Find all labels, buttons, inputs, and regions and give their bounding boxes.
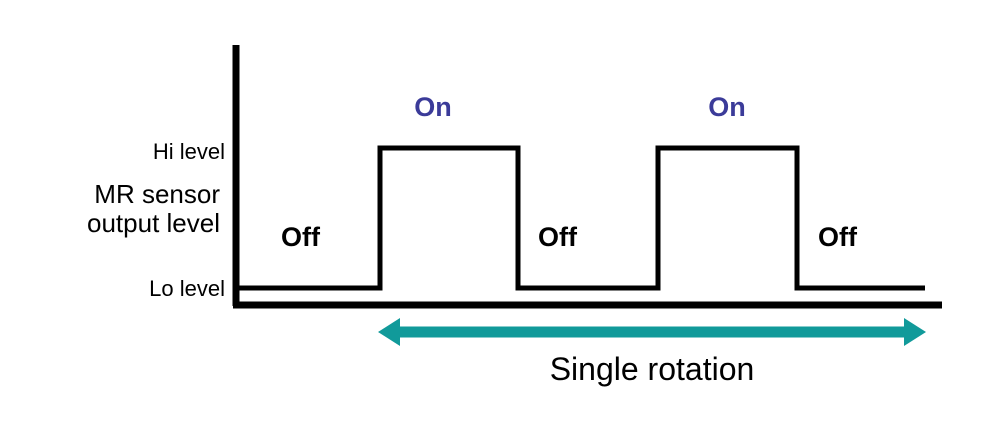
signal-trace [236, 145, 925, 291]
single-rotation-caption: Single rotation [549, 351, 755, 387]
state-label-off-3: Off [818, 222, 857, 252]
hi-level-label: Hi level [152, 139, 225, 164]
lo-level-label: Lo level [149, 276, 225, 301]
y-axis-title-line2: output level [87, 208, 220, 239]
state-label-off-2: Off [538, 222, 577, 252]
y-axis-title-line1: MR sensor [94, 179, 220, 209]
state-label-off-1: Off [281, 222, 320, 252]
single-rotation-arrow [378, 318, 926, 346]
state-label-on-2: On [708, 92, 746, 122]
state-label-on-1: On [414, 92, 452, 122]
